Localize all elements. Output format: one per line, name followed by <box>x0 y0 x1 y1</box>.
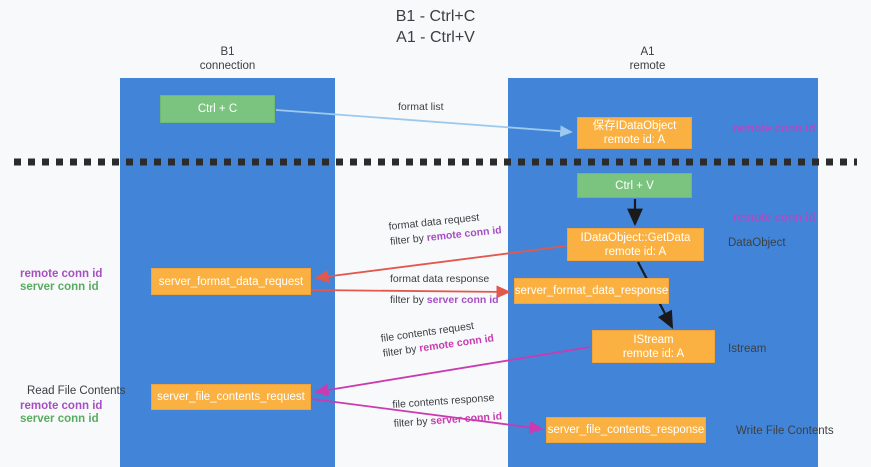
box-istream-line-2: remote id: A <box>622 347 685 360</box>
annotation-dataobject: DataObject <box>728 237 786 249</box>
annotation-left-server-conn-id-1: server conn id <box>20 281 99 293</box>
annotation-istream: Istream <box>728 343 767 355</box>
box-server-format-data-response-label: server_format_data_response <box>514 285 669 297</box>
edge-label-file-contents-response: file contents response filter by server … <box>392 391 503 430</box>
edge-label-file-contents-response-text: file contents response <box>392 391 495 411</box>
filter-prefix: filter by <box>390 294 427 306</box>
box-server-file-contents-response-label: server_file_contents_response <box>547 424 705 436</box>
box-server-file-contents-request-label: server_file_contents_request <box>157 391 305 403</box>
box-getdata-line-1: IDataObject::GetData <box>580 231 691 244</box>
box-server-format-data-request[interactable]: server_format_data_request <box>151 268 311 295</box>
box-server-file-contents-response[interactable]: server_file_contents_response <box>546 417 706 443</box>
edge-label-file-contents-response-filter: filter by server conn id <box>393 410 502 431</box>
annotation-left-remote-conn-id-1: remote conn id <box>20 268 103 280</box>
annotation-remote-conn-id-mid: remote conn id <box>733 212 816 224</box>
annotation-write-file-contents: Write File Contents <box>736 425 834 437</box>
edge-label-format-data-request: format data request filter by remote con… <box>388 209 502 249</box>
annotation-left-remote-conn-id-2: remote conn id <box>20 400 103 412</box>
edge-label-format-list-text: format list <box>398 101 444 113</box>
lane-header-b1-name: B1 <box>220 46 235 58</box>
filter-prefix: filter by <box>393 415 431 430</box>
lane-header-a1-sub: remote <box>629 60 666 72</box>
box-istream-line-1: IStream <box>633 333 674 346</box>
box-getdata-line-2: remote id: A <box>604 245 667 258</box>
lane-header-a1-name: A1 <box>640 46 655 58</box>
lane-header-a1: A1 remote <box>570 45 725 73</box>
box-idataobject-getdata[interactable]: IDataObject::GetData remote id: A <box>567 228 704 261</box>
title-line-1: B1 - Ctrl+C <box>395 8 476 25</box>
page-title: B1 - Ctrl+C A1 - Ctrl+V <box>0 6 871 48</box>
edge-label-format-data-response: format data response filter by server co… <box>390 273 499 307</box>
filter-prefix: filter by <box>382 342 421 360</box>
box-idataobject-store[interactable]: 保存IDataObject remote id: A <box>577 117 692 149</box>
box-server-file-contents-request[interactable]: server_file_contents_request <box>151 384 311 410</box>
filter-key-server-conn-id: server conn id <box>430 410 503 428</box>
filter-key-server-conn-id: server conn id <box>426 294 499 306</box>
box-ctrl-v-label: Ctrl + V <box>615 179 654 192</box>
annotation-remote-conn-id-top: remote conn id <box>733 123 816 135</box>
box-server-format-data-response[interactable]: server_format_data_response <box>514 278 669 304</box>
box-server-format-data-request-label: server_format_data_request <box>158 275 304 288</box>
lane-header-b1: B1 connection <box>150 45 305 73</box>
edge-label-format-data-response-filter: filter by server conn id <box>390 294 499 307</box>
edge-label-file-contents-request: file contents request filter by remote c… <box>380 317 495 360</box>
filter-prefix: filter by <box>389 232 428 248</box>
annotation-read-file-contents: Read File Contents <box>27 385 126 397</box>
title-line-2: A1 - Ctrl+V <box>396 29 475 46</box>
annotation-left-conn-ids-top: remote conn id server conn id <box>20 268 102 294</box>
box-istream[interactable]: IStream remote id: A <box>592 330 715 363</box>
annotation-left-server-conn-id-2: server conn id <box>20 413 99 425</box>
box-idataobject-line-1: 保存IDataObject <box>592 120 677 132</box>
annotation-left-conn-ids-bottom: remote conn id server conn id <box>20 400 102 426</box>
lane-header-b1-sub: connection <box>199 60 256 72</box>
box-idataobject-line-2: remote id: A <box>603 134 666 146</box>
edge-label-format-data-response-text: format data response <box>390 273 490 285</box>
box-ctrl-c[interactable]: Ctrl + C <box>160 95 275 123</box>
box-ctrl-c-label: Ctrl + C <box>197 103 238 115</box>
edge-label-format-list: format list <box>398 101 444 114</box>
box-ctrl-v[interactable]: Ctrl + V <box>577 173 692 198</box>
